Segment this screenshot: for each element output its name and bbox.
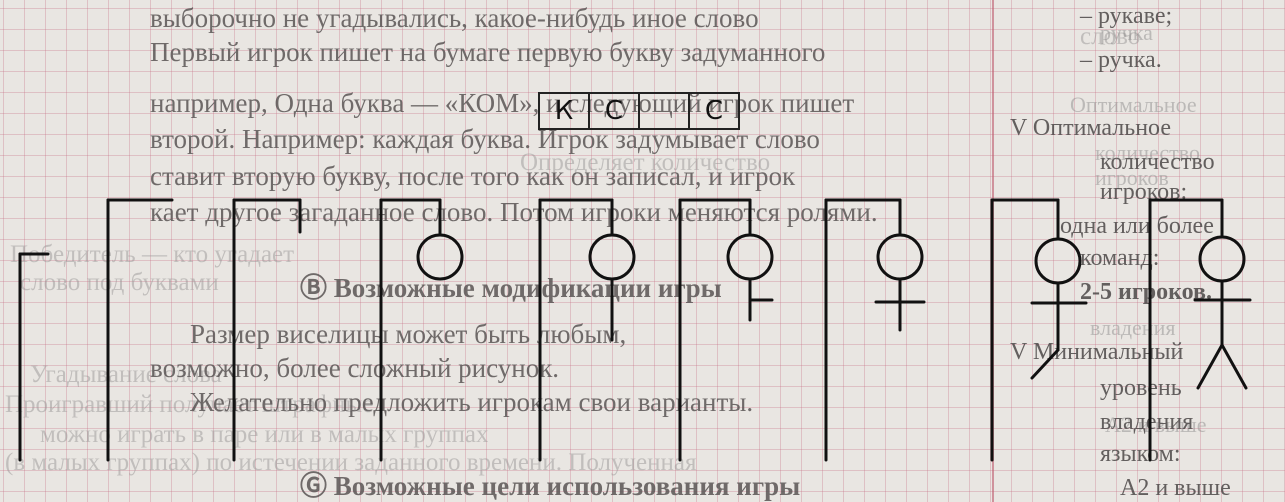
- gallows-stage-5: [540, 200, 634, 460]
- gallows-stage-4: [381, 200, 462, 460]
- gallows-stage-9: [1150, 200, 1250, 460]
- gallows-stage-8: [992, 200, 1086, 460]
- gallows-stage-1: [20, 254, 48, 460]
- gallows-stage-3: [234, 200, 300, 460]
- gallows-stage-2: [108, 200, 172, 460]
- gallows-stage-7: [826, 200, 924, 460]
- gallows-stage-6: [680, 200, 772, 460]
